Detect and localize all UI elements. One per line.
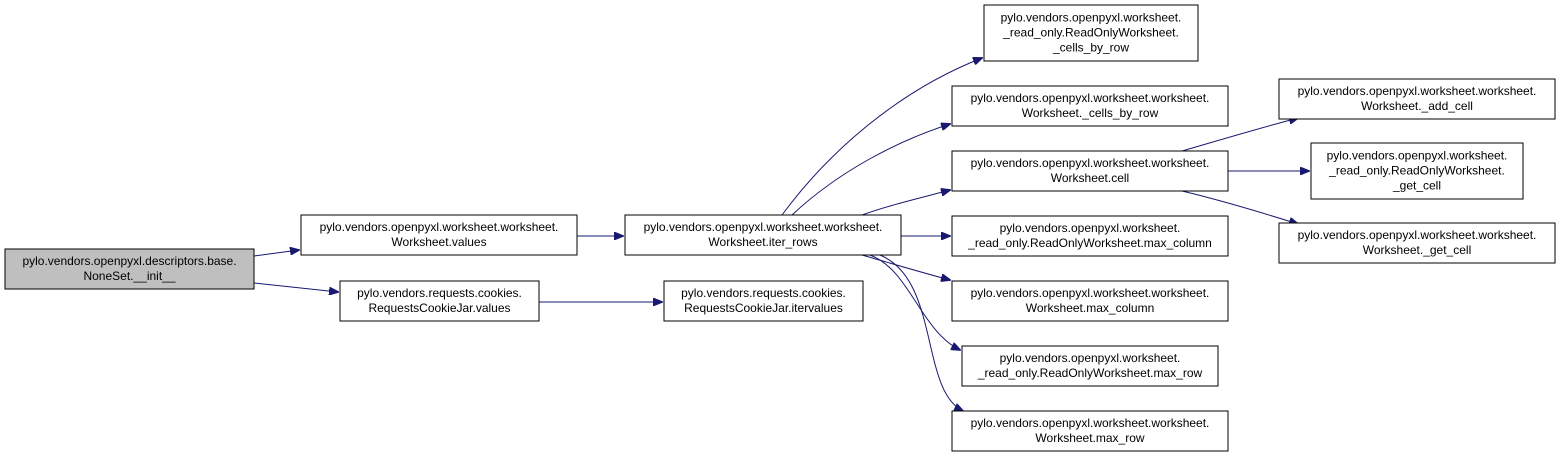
- node-label-line: pylo.vendors.openpyxl.worksheet.: [1001, 11, 1182, 25]
- node-label-line: pylo.vendors.openpyxl.descriptors.base.: [22, 254, 236, 268]
- node-box: [951, 85, 1229, 127]
- edge-n3-to-n7: [861, 190, 950, 216]
- node-label-line: _read_only.ReadOnlyWorksheet.: [1002, 26, 1179, 40]
- node-label-line: Worksheet.cell: [1051, 171, 1129, 185]
- node-label-line: _cells_by_row: [1052, 41, 1129, 55]
- node-label-line: RequestsCookieJar.itervalues: [684, 301, 843, 315]
- edge-n7-to-n14: [1181, 190, 1298, 224]
- node-label-line: pylo.vendors.requests.cookies.: [357, 286, 522, 300]
- function-node[interactable]: pylo.vendors.openpyxl.worksheet.workshee…: [951, 85, 1229, 127]
- function-node[interactable]: pylo.vendors.openpyxl.worksheet._read_on…: [961, 345, 1219, 387]
- node-label-line: Worksheet._add_cell: [1361, 99, 1473, 113]
- edge-n3-to-n5: [781, 58, 982, 216]
- root-function-node: pylo.vendors.openpyxl.descriptors.base.N…: [4, 248, 255, 290]
- edge-n3-to-n10: [869, 254, 960, 350]
- node-box: [951, 280, 1229, 322]
- node-box: [1310, 142, 1524, 200]
- node-label-line: pylo.vendors.openpyxl.worksheet.workshee…: [971, 156, 1210, 170]
- node-label-line: pylo.vendors.openpyxl.worksheet.workshee…: [971, 286, 1210, 300]
- node-label-line: pylo.vendors.requests.cookies.: [681, 286, 846, 300]
- function-node[interactable]: pylo.vendors.openpyxl.worksheet.workshee…: [951, 150, 1229, 192]
- function-node[interactable]: pylo.vendors.openpyxl.worksheet.workshee…: [624, 214, 902, 256]
- node-label-line: Worksheet.max_row: [1035, 431, 1144, 445]
- function-node[interactable]: pylo.vendors.openpyxl.worksheet._read_on…: [951, 215, 1229, 257]
- node-label-line: pylo.vendors.openpyxl.worksheet.: [1327, 149, 1508, 163]
- node-box: [1278, 222, 1556, 264]
- node-label-line: pylo.vendors.openpyxl.worksheet.workshee…: [1298, 228, 1537, 242]
- node-label-line: Worksheet.values: [391, 235, 486, 249]
- node-box: [951, 410, 1229, 452]
- edge-n3-to-n9: [861, 254, 950, 280]
- function-node[interactable]: pylo.vendors.requests.cookies.RequestsCo…: [663, 280, 864, 322]
- node-label-line: pylo.vendors.openpyxl.worksheet.workshee…: [1298, 84, 1537, 98]
- node-box: [663, 280, 864, 322]
- function-node[interactable]: pylo.vendors.requests.cookies.RequestsCo…: [339, 280, 540, 322]
- node-label-line: _read_only.ReadOnlyWorksheet.: [1328, 164, 1505, 178]
- function-node[interactable]: pylo.vendors.openpyxl.worksheet.workshee…: [1278, 78, 1556, 120]
- node-box: [951, 215, 1229, 257]
- node-label-line: Worksheet.max_column: [1026, 301, 1155, 315]
- edge-n0-to-n2: [253, 282, 338, 292]
- node-label-line: pylo.vendors.openpyxl.worksheet.workshee…: [971, 416, 1210, 430]
- node-box: [1278, 78, 1556, 120]
- node-label-line: Worksheet.iter_rows: [708, 235, 817, 249]
- edge-n3-to-n6: [791, 124, 950, 216]
- node-label-line: pylo.vendors.openpyxl.worksheet.workshee…: [644, 220, 883, 234]
- function-node[interactable]: pylo.vendors.openpyxl.worksheet._read_on…: [983, 4, 1199, 62]
- node-box: [961, 345, 1219, 387]
- node-label-line: pylo.vendors.openpyxl.worksheet.: [1000, 221, 1181, 235]
- node-box: [300, 214, 578, 256]
- node-label-line: RequestsCookieJar.values: [368, 301, 510, 315]
- node-box: [339, 280, 540, 322]
- node-label-line: _read_only.ReadOnlyWorksheet.max_column: [967, 236, 1212, 250]
- edge-n7-to-n12: [1181, 118, 1298, 152]
- node-layer: pylo.vendors.openpyxl.descriptors.base.N…: [4, 4, 1556, 452]
- node-label-line: pylo.vendors.openpyxl.worksheet.workshee…: [320, 220, 559, 234]
- function-node[interactable]: pylo.vendors.openpyxl.worksheet.workshee…: [951, 280, 1229, 322]
- function-node[interactable]: pylo.vendors.openpyxl.worksheet.workshee…: [300, 214, 578, 256]
- function-node[interactable]: pylo.vendors.openpyxl.worksheet._read_on…: [1310, 142, 1524, 200]
- function-node[interactable]: pylo.vendors.openpyxl.worksheet.workshee…: [951, 410, 1229, 452]
- node-label-line: pylo.vendors.openpyxl.worksheet.: [1000, 351, 1181, 365]
- node-box: [624, 214, 902, 256]
- edge-layer: [253, 58, 1309, 411]
- node-label-line: _read_only.ReadOnlyWorksheet.max_row: [977, 366, 1203, 380]
- node-label-line: pylo.vendors.openpyxl.worksheet.workshee…: [971, 91, 1210, 105]
- edge-n3-to-n11: [879, 254, 963, 411]
- node-label-line: _get_cell: [1392, 179, 1441, 193]
- function-node[interactable]: pylo.vendors.openpyxl.worksheet.workshee…: [1278, 222, 1556, 264]
- node-label-line: Worksheet._cells_by_row: [1022, 106, 1159, 120]
- node-box: [951, 150, 1229, 192]
- node-box: [983, 4, 1199, 62]
- node-label-line: NoneSet.__init__: [83, 269, 175, 283]
- node-label-line: Worksheet._get_cell: [1363, 243, 1472, 257]
- node-box: [4, 248, 255, 290]
- edge-n0-to-n1: [253, 250, 299, 257]
